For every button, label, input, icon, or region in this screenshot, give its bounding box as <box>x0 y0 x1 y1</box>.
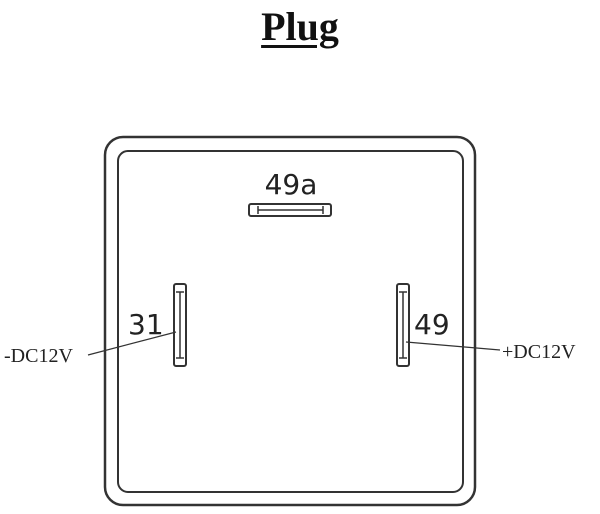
voltage-label-positive: +DC12V <box>502 341 576 363</box>
pin-49a-label: 49a <box>265 168 318 201</box>
plug-outer-outline <box>103 135 477 507</box>
leader-line-left <box>87 331 177 356</box>
pin-49-terminal <box>396 283 410 367</box>
pin-31-label: 31 <box>128 308 164 341</box>
leader-line-right <box>405 341 501 351</box>
voltage-label-negative: -DC12V <box>4 345 73 367</box>
plug-inner-outline <box>117 150 464 493</box>
pin-49-label: 49 <box>414 308 450 341</box>
pin-49a-terminal <box>248 203 332 217</box>
diagram-title: Plug <box>261 4 339 49</box>
pin-31-terminal <box>173 283 187 367</box>
